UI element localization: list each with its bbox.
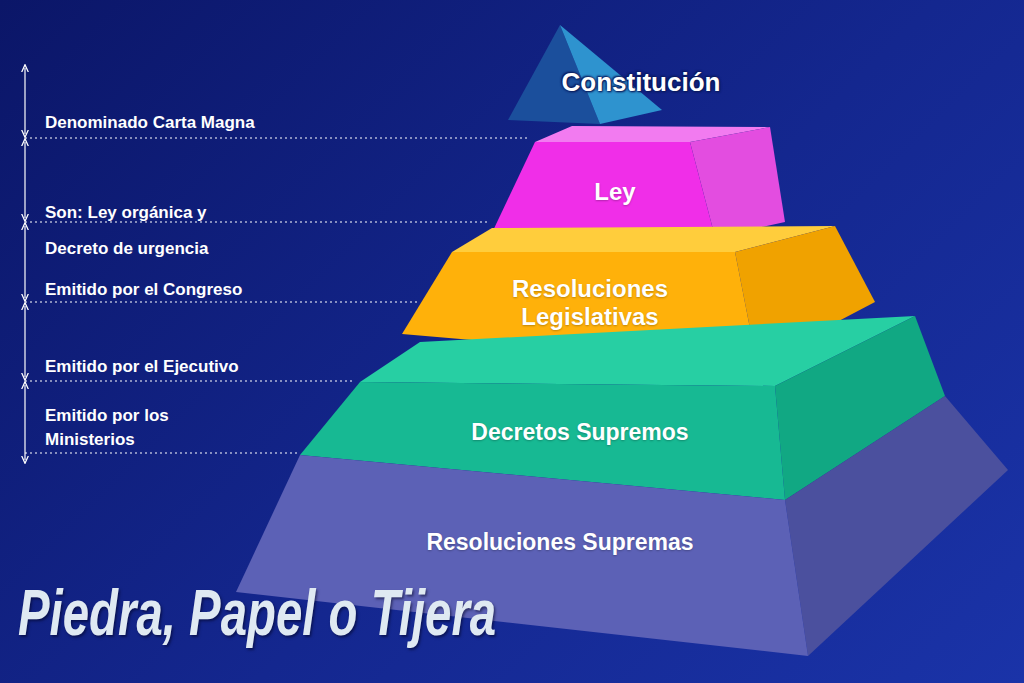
pyramid-tip: Constitución <box>508 25 662 124</box>
side-note: Denominado Carta Magna <box>45 113 255 133</box>
band-shape <box>490 126 785 237</box>
side-note: Son: Ley orgánica y Decreto de urgencia <box>45 195 260 267</box>
brand-title: Piedra, Papel o Tijera <box>18 578 496 648</box>
level-name: Resoluciones Supremas <box>426 529 693 555</box>
level-name: Constitución <box>562 68 721 98</box>
side-note: Emitido por el Congreso <box>45 280 242 300</box>
band-face <box>490 142 715 237</box>
band-face <box>785 396 1008 656</box>
bracket-segments <box>24 68 25 460</box>
level-name: Decretos Supremos <box>471 419 688 445</box>
side-note: Emitido por el Ejecutivo <box>45 357 239 377</box>
level-name: Ley <box>594 178 635 206</box>
level-name: Resoluciones Legislativas <box>485 275 695 330</box>
side-note: Emitido por los Ministerios <box>45 404 195 452</box>
pyramid-band: Ley <box>490 126 785 237</box>
